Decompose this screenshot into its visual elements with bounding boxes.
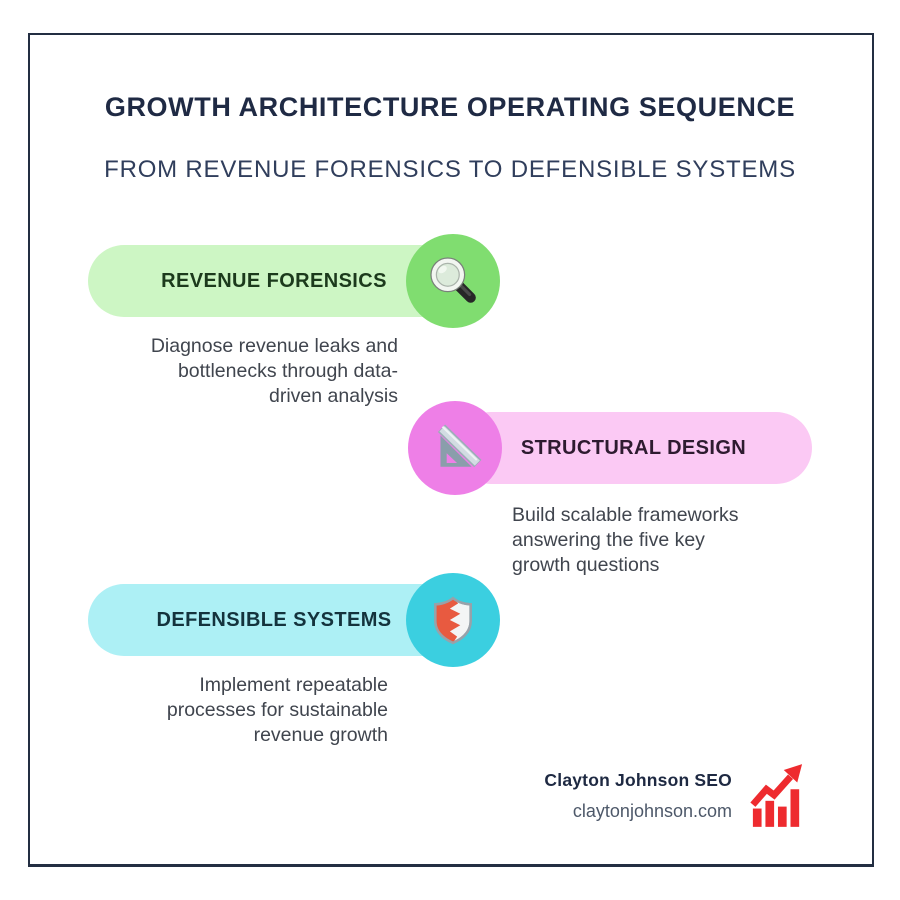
growth-chart-icon <box>750 764 803 827</box>
border-frame <box>28 33 874 867</box>
step-description: Implement repeatable processes for susta… <box>166 674 388 746</box>
step-defensible-systems: DEFENSIBLE SYSTEMS <box>88 573 500 667</box>
step-description: Diagnose revenue leaks and bottlenecks t… <box>150 335 398 407</box>
step-label: REVENUE FORENSICS <box>161 269 387 292</box>
step-pill: STRUCTURAL DESIGN <box>455 412 812 484</box>
step-label: DEFENSIBLE SYSTEMS <box>156 608 392 631</box>
step-pill: REVENUE FORENSICS <box>88 245 460 317</box>
page-title: GROWTH ARCHITECTURE OPERATING SEQUENCE <box>104 92 796 122</box>
step-icon-circle <box>406 234 500 328</box>
brand-name: Clayton Johnson SEO <box>544 770 732 790</box>
step-revenue-forensics: REVENUE FORENSICS <box>88 234 500 328</box>
magnifying-glass-icon <box>430 257 476 303</box>
step-description: Build scalable frameworks answering the … <box>512 504 739 576</box>
step-icon-circle <box>406 573 500 667</box>
page-subtitle: FROM REVENUE FORENSICS TO DEFENSIBLE SYS… <box>104 156 796 183</box>
step-structural-design: STRUCTURAL DESIGN <box>408 401 812 495</box>
step-pill: DEFENSIBLE SYSTEMS <box>88 584 460 656</box>
website-url: claytonjohnson.com <box>572 801 732 821</box>
step-label: STRUCTURAL DESIGN <box>520 436 747 459</box>
footer-text: Clayton Johnson SEO claytonjohnson.com <box>544 770 732 822</box>
footer: Clayton Johnson SEO claytonjohnson.com <box>544 763 804 829</box>
step-icon-circle <box>408 401 502 495</box>
set-square-icon <box>437 424 482 468</box>
shield-icon <box>434 596 472 645</box>
